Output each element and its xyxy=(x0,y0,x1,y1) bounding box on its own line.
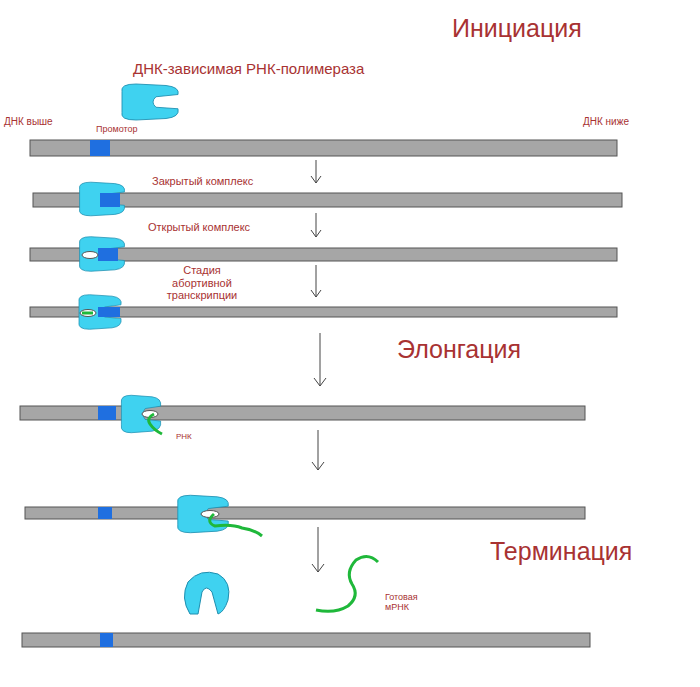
promoter xyxy=(100,633,113,647)
section-heading: Элонгация xyxy=(397,335,521,364)
dna-strand xyxy=(30,248,617,261)
promoter xyxy=(100,193,120,207)
enzyme-label: ДНК-зависимая РНК-полимераза xyxy=(133,60,364,77)
promoter xyxy=(90,140,110,156)
rna-chain xyxy=(210,514,262,536)
rna-polymerase xyxy=(122,84,178,120)
section-heading: Инициация xyxy=(452,14,582,43)
mrna-label: Готовая мРНК xyxy=(385,592,431,613)
dna-end-label: ДНК выше xyxy=(4,116,53,128)
dna-strand xyxy=(25,507,585,519)
transcription-bubble xyxy=(82,252,98,259)
down-arrow xyxy=(312,430,324,470)
rna-polymerase xyxy=(79,295,121,330)
stage-label: Закрытый комплекс xyxy=(152,175,253,188)
down-arrow xyxy=(312,527,324,572)
mrna xyxy=(316,556,378,611)
dna-strand xyxy=(20,406,585,420)
promoter xyxy=(98,507,112,519)
promoter xyxy=(98,248,118,261)
stage-label: Стадия абортивной транскрипции xyxy=(160,264,244,302)
stage-arrows xyxy=(311,160,326,572)
promoter xyxy=(98,406,116,420)
rna-polymerase xyxy=(79,237,124,272)
short-rna xyxy=(82,312,93,315)
down-arrow xyxy=(311,160,321,183)
dna-strand xyxy=(22,633,590,647)
released-polymerase xyxy=(184,572,228,614)
promoter-label: Промотор xyxy=(96,124,138,134)
down-arrow xyxy=(311,265,321,297)
dna-strand xyxy=(30,140,617,156)
promoter xyxy=(98,307,120,317)
rna-polymerase xyxy=(178,495,229,532)
dna-strand xyxy=(30,307,617,317)
dna-end-label: ДНК ниже xyxy=(583,116,629,128)
rna-chain xyxy=(149,414,162,434)
transcription-bubble xyxy=(80,310,96,317)
rna-polymerase xyxy=(79,182,124,216)
section-heading: Терминация xyxy=(490,537,632,566)
down-arrow xyxy=(311,213,321,237)
stage-label: Открытый комплекс xyxy=(148,221,250,234)
down-arrow xyxy=(314,333,326,386)
rna-label: РНК xyxy=(176,432,192,441)
rna-polymerase xyxy=(121,395,161,432)
